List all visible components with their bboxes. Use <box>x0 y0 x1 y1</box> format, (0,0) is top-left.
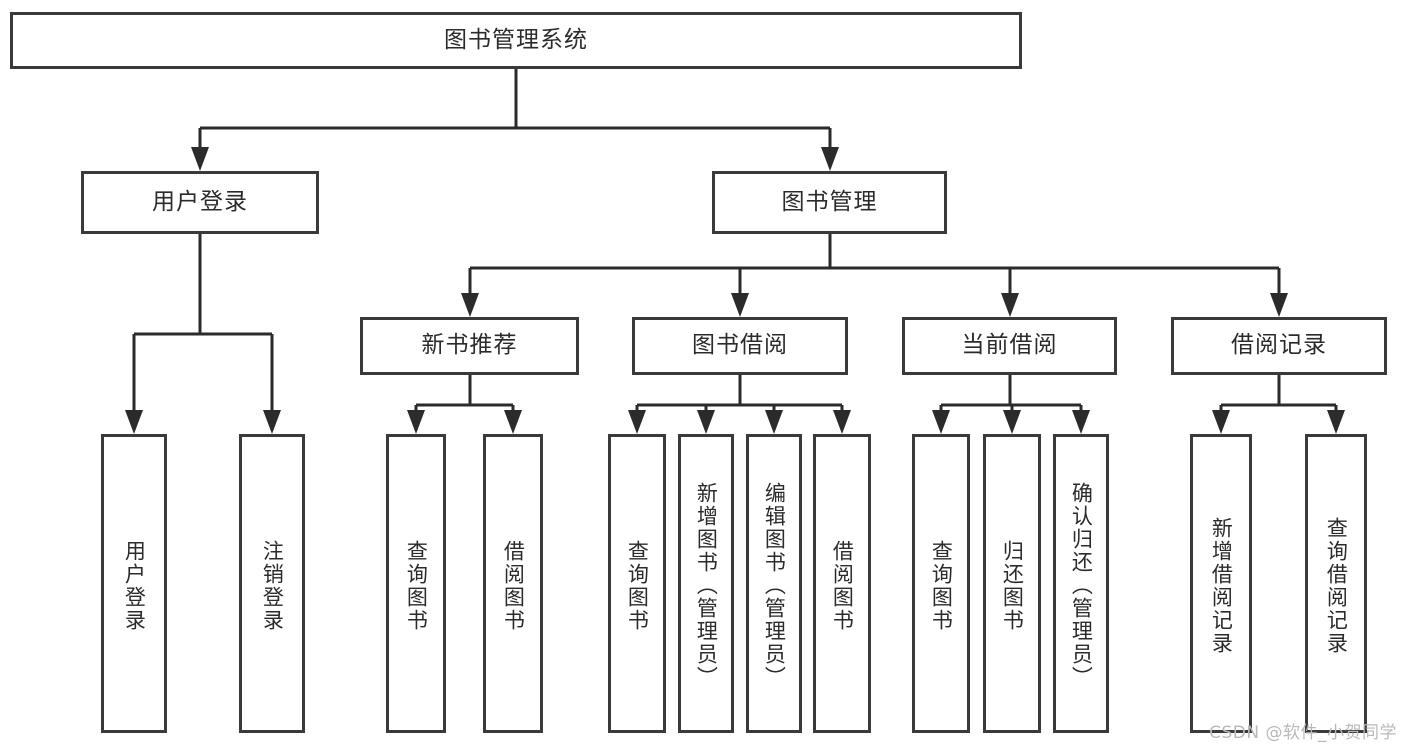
leaf-br-query-record[interactable]: 查询借阅记录 <box>1305 434 1367 733</box>
leaf-user-logout-label: 注销登录 <box>260 539 285 632</box>
node-book-management[interactable]: 图书管理 <box>712 171 947 234</box>
leaf-cb-confirm-return[interactable]: 确认归还（管理员） <box>1053 434 1109 733</box>
leaf-bb-add-book[interactable]: 新增图书（管理员） <box>678 434 734 733</box>
node-borrow-record-label: 借阅记录 <box>1231 332 1327 359</box>
leaf-cb-confirm-return-label: 确认归还（管理员） <box>1069 482 1094 689</box>
leaf-br-add-record[interactable]: 新增借阅记录 <box>1190 434 1252 733</box>
leaf-bb-edit-book[interactable]: 编辑图书（管理员） <box>746 434 802 733</box>
leaf-br-query-record-label: 查询借阅记录 <box>1324 516 1349 655</box>
leaf-bb-add-book-label: 新增图书（管理员） <box>694 482 719 689</box>
leaf-user-logout[interactable]: 注销登录 <box>239 434 305 733</box>
node-root-label: 图书管理系统 <box>444 26 588 53</box>
node-user-login-label: 用户登录 <box>152 188 248 215</box>
node-book-borrow[interactable]: 图书借阅 <box>632 317 848 375</box>
leaf-rec-borrow-book[interactable]: 借阅图书 <box>483 434 543 733</box>
node-current-borrow-label: 当前借阅 <box>961 332 1058 359</box>
leaf-rec-query-book-label: 查询图书 <box>404 539 429 632</box>
leaf-br-add-record-label: 新增借阅记录 <box>1209 516 1234 655</box>
leaf-cb-return-book[interactable]: 归还图书 <box>983 434 1041 733</box>
leaf-rec-borrow-book-label: 借阅图书 <box>501 539 526 632</box>
node-current-borrow[interactable]: 当前借阅 <box>902 317 1117 375</box>
leaf-bb-borrow-book[interactable]: 借阅图书 <box>813 434 871 733</box>
node-user-login[interactable]: 用户登录 <box>81 171 319 234</box>
leaf-bb-query-book[interactable]: 查询图书 <box>608 434 666 733</box>
leaf-rec-query-book[interactable]: 查询图书 <box>386 434 446 733</box>
leaf-user-login-label: 用户登录 <box>122 539 147 632</box>
leaf-bb-edit-book-label: 编辑图书（管理员） <box>762 482 787 689</box>
node-borrow-record[interactable]: 借阅记录 <box>1171 317 1387 375</box>
node-book-management-label: 图书管理 <box>781 188 878 215</box>
node-book-borrow-label: 图书借阅 <box>692 332 788 359</box>
leaf-user-login[interactable]: 用户登录 <box>101 434 167 733</box>
node-new-book-recommendation[interactable]: 新书推荐 <box>360 317 579 375</box>
leaf-cb-query-book-label: 查询图书 <box>929 539 954 632</box>
node-root[interactable]: 图书管理系统 <box>10 12 1022 69</box>
leaf-bb-query-book-label: 查询图书 <box>625 539 650 632</box>
node-new-book-recommendation-label: 新书推荐 <box>421 332 518 359</box>
leaf-bb-borrow-book-label: 借阅图书 <box>830 539 855 632</box>
leaf-cb-return-book-label: 归还图书 <box>1000 539 1025 632</box>
leaf-cb-query-book[interactable]: 查询图书 <box>912 434 970 733</box>
watermark: CSDN @软件_小贺同学 <box>1209 723 1397 743</box>
